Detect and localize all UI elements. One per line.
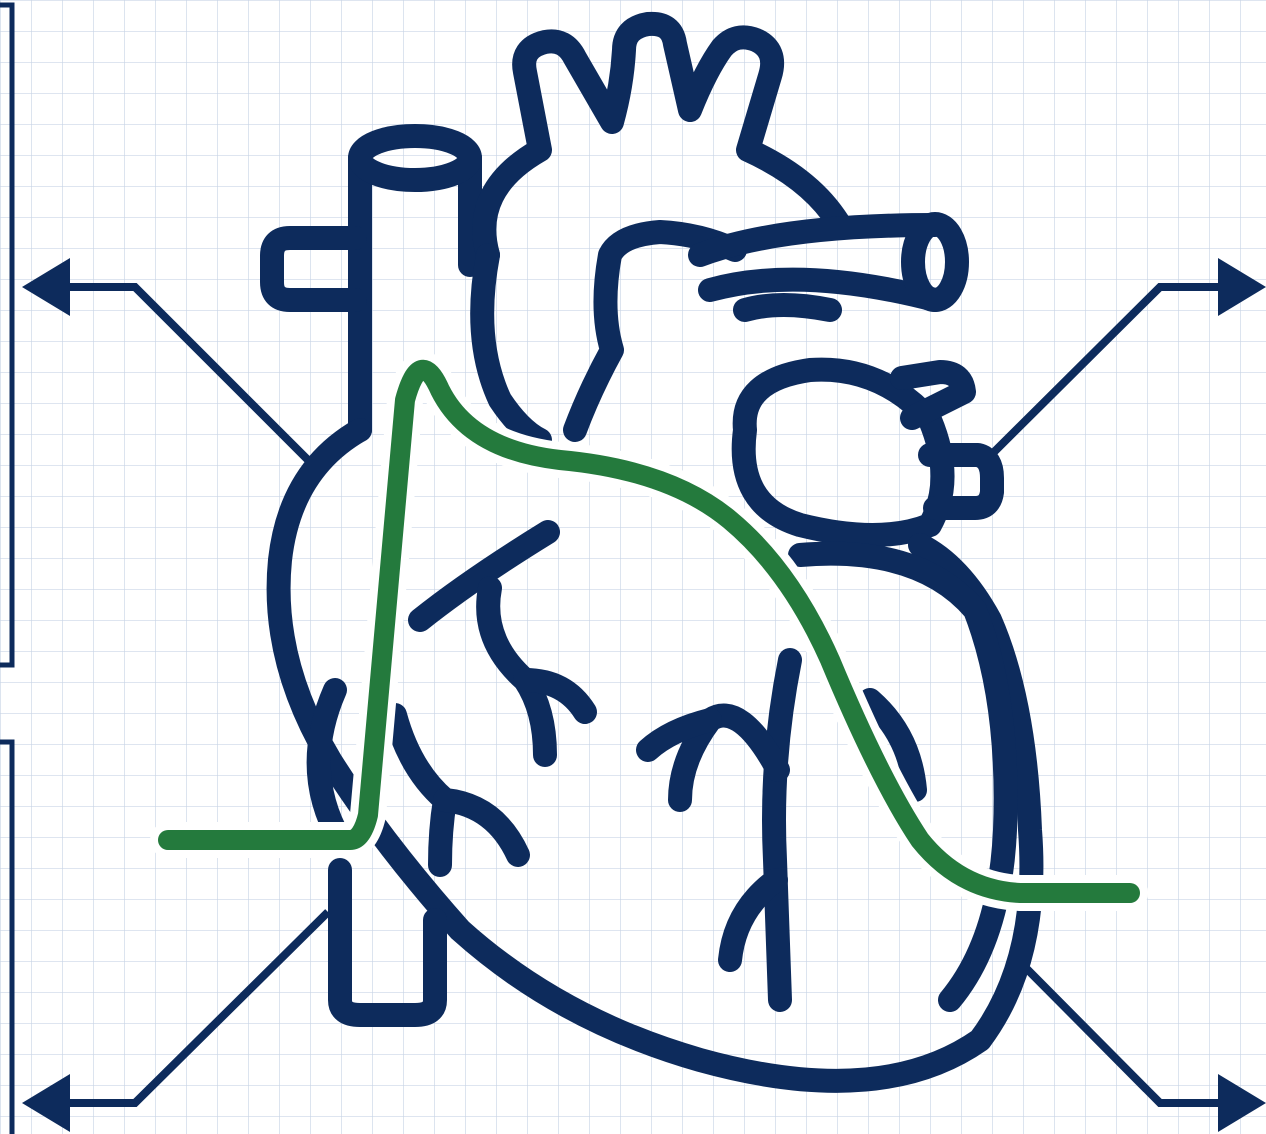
arrowhead-top-left-icon: [22, 258, 70, 316]
pulmonary-artery: [700, 225, 935, 310]
arrowheads: [22, 258, 1266, 1132]
left-stub-vessel: [272, 238, 355, 300]
coronary-center-vessel: [774, 660, 790, 1000]
vena-cava-opening: [360, 136, 470, 180]
aorta-inner-wall: [482, 255, 540, 440]
arrowhead-bottom-left-icon: [22, 1074, 70, 1132]
arrow-top-right-line: [988, 287, 1240, 458]
left-atrium: [744, 370, 943, 535]
arrowhead-bottom-right-icon: [1218, 1074, 1266, 1132]
arrow-bottom-left-line: [50, 912, 328, 1103]
arrowhead-top-right-icon: [1218, 258, 1266, 316]
coronary-left-branch-4: [445, 800, 518, 855]
frame-line-lower: [0, 742, 12, 1134]
frame-line-upper: [0, 5, 12, 665]
arrow-bottom-right-line: [1020, 962, 1240, 1103]
corner-arrows: [50, 287, 1240, 1103]
pulmonary-artery-opening: [913, 224, 957, 300]
arrow-top-left-line: [50, 287, 318, 470]
left-frame-lines: [0, 5, 12, 1134]
